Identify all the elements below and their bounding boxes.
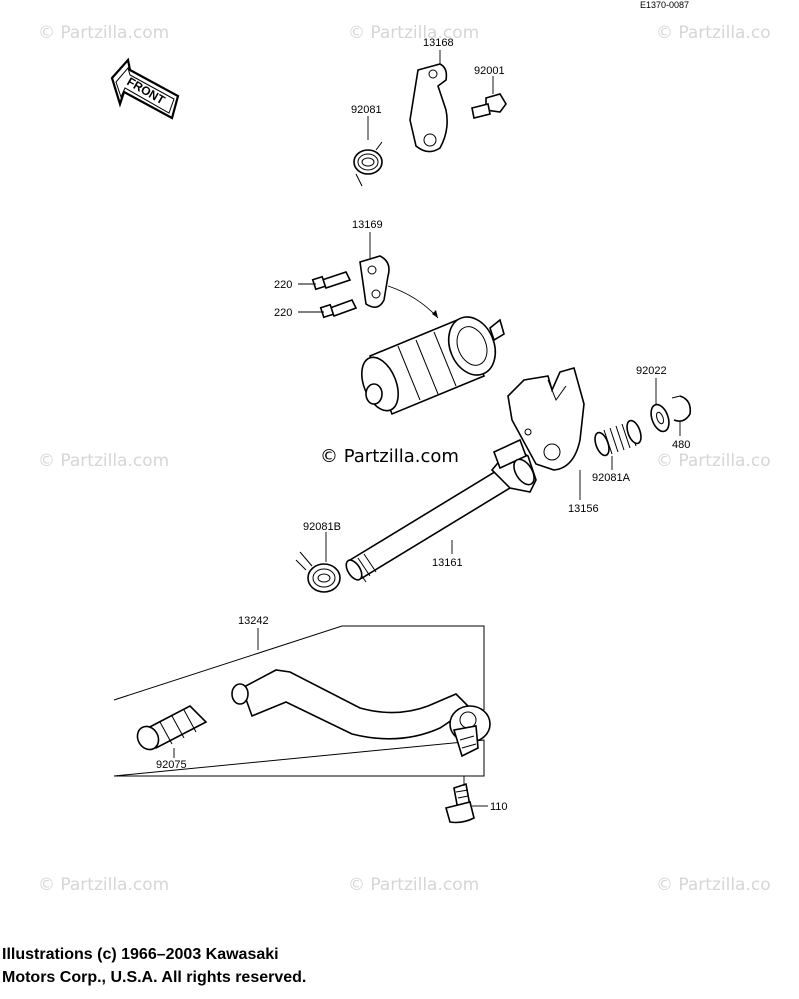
part-13156-shift-arm — [507, 367, 585, 471]
watermark-top-left: © Partzilla.com — [38, 23, 169, 43]
front-direction-arrow: FRONT — [110, 57, 180, 120]
watermark-center: © Partzilla.com — [320, 446, 459, 467]
part-220-screw-lower — [319, 299, 358, 319]
label-92081A: 92081A — [592, 472, 631, 484]
part-110-bolt — [445, 776, 475, 824]
label-92022: 92022 — [636, 365, 667, 377]
copyright-line-2: Motors Corp., U.S.A. All rights reserved… — [2, 969, 307, 986]
part-92081-spring — [353, 141, 383, 187]
shift-drum-assembly — [361, 316, 505, 416]
label-92081: 92081 — [351, 104, 382, 116]
diagram-reference-code: E1370-0087 — [640, 0, 689, 10]
part-13242-pedal-box — [113, 625, 485, 777]
label-13169: 13169 — [352, 219, 383, 231]
label-13168: 13168 — [423, 37, 454, 49]
part-480-circlip — [671, 395, 692, 422]
part-13169-plate — [359, 255, 390, 308]
part-92001-bolt — [471, 93, 507, 119]
watermark-bottom-right: © Partzilla.co — [656, 875, 771, 895]
label-92081B: 92081B — [303, 521, 341, 533]
part-92022-washer — [650, 403, 670, 433]
copyright-line-1: Illustrations (c) 1966–2003 Kawasaki — [2, 946, 279, 963]
shift-pedal-lever — [231, 669, 491, 758]
watermark-top-center: © Partzilla.com — [348, 23, 479, 43]
watermark-top-right: © Partzilla.co — [656, 23, 771, 43]
part-220-screw-upper — [311, 271, 352, 291]
part-13168-shift-lever — [409, 63, 448, 153]
label-13242: 13242 — [238, 615, 269, 627]
label-92001: 92001 — [474, 65, 505, 77]
label-220-upper: 220 — [274, 279, 292, 291]
label-92075: 92075 — [156, 759, 187, 771]
watermark-mid-left: © Partzilla.com — [38, 451, 169, 471]
copyright-notice: Illustrations (c) 1966–2003 Kawasaki Mot… — [2, 943, 306, 989]
part-13161-shift-shaft — [345, 438, 537, 583]
label-13161: 13161 — [432, 557, 463, 569]
exploded-parts-diagram: E1370-0087 © Partzilla.com © Partzilla.c… — [38, 0, 771, 895]
label-110: 110 — [490, 801, 508, 813]
watermark-bottom-center: © Partzilla.com — [348, 875, 479, 895]
label-480: 480 — [672, 439, 690, 451]
watermark-mid-right: © Partzilla.co — [656, 451, 771, 471]
part-92075-pedal-rubber — [136, 705, 208, 751]
part-92081B-spring — [295, 551, 341, 593]
watermark-bottom-left: © Partzilla.com — [38, 875, 169, 895]
label-13156: 13156 — [568, 503, 599, 515]
part-92081A-spring — [594, 419, 642, 457]
watermark-layer: © Partzilla.com © Partzilla.com © Partzi… — [38, 23, 771, 895]
label-220-lower: 220 — [274, 307, 292, 319]
